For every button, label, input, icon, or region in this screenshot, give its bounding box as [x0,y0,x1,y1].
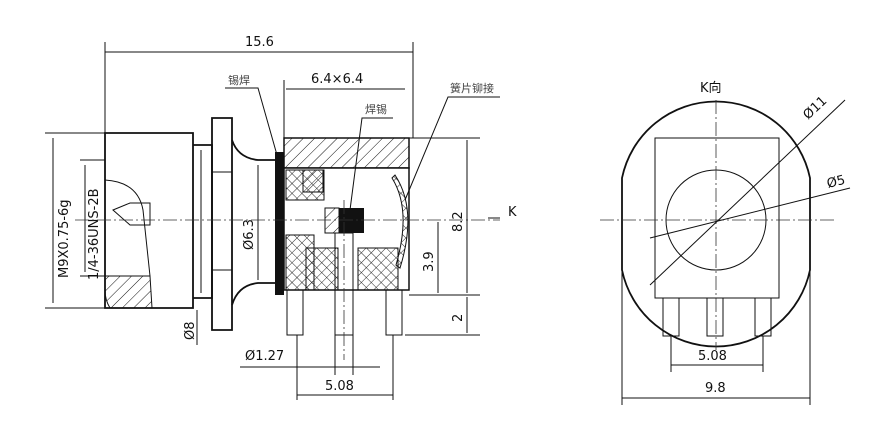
label-inner-diameter: Ø5 [825,173,847,192]
callout-solder: 焊锡 [365,102,387,116]
label-k-arrow: K [508,205,517,220]
k-view-title: K向 [700,80,722,96]
callout-rivet: 簧片铆接 [450,81,494,95]
label-shaft-diameter: Ø6.3 [242,219,257,250]
label-thread-inner: 1/4-36UNS-2B [87,188,102,280]
label-pin-diameter: Ø1.27 [245,349,284,364]
label-collar-diameter: Ø8 [183,321,198,340]
label-pin-pitch: 5.08 [325,379,354,394]
pin [385,289,403,336]
pin [706,297,724,337]
solder-disc [275,152,284,295]
label-center-height: 3.9 [422,251,437,272]
nut-body [104,132,194,309]
label-k-pin-pitch: 5.08 [698,349,727,364]
pin [662,297,680,337]
label-thread-outer: M9X0.75-6g [57,199,72,278]
square-body [654,137,780,299]
pin [286,289,304,336]
label-body-size: 6.4×6.4 [311,72,363,87]
k-view: K向 Ø11 Ø5 5.08 9.8 [600,80,851,405]
side-view: 15.6 6.4×6.4 M9X0.75-6g 1/4-36UNS-2B Ø6.… [45,35,517,400]
label-pin-length: 2 [451,314,466,322]
label-body-height: 8.2 [451,211,466,232]
label-width: 9.8 [705,381,726,396]
callout-solder-joint: 锡焊 [228,73,250,87]
mounting-flange [211,117,233,331]
label-overall-length: 15.6 [245,35,274,50]
